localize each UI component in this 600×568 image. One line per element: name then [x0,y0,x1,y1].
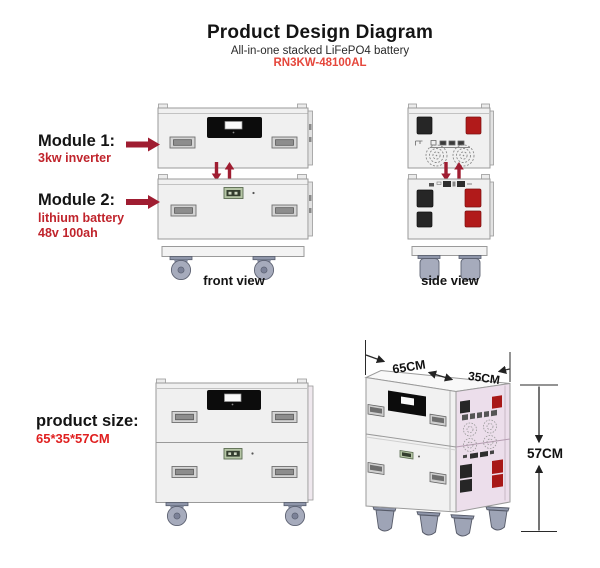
module2-label: Module 2: [38,191,115,209]
dimension-lines [365,340,558,533]
terminal-red [492,473,503,488]
width-direction-arrow [365,354,386,364]
io-markings [462,409,497,421]
comm-port-green [399,450,414,460]
product-size-value: 65*35*57CM [36,431,110,446]
fan-grille-right [452,144,475,167]
display-screen [401,396,414,406]
module2-desc-line2: 48v 100ah [38,226,98,240]
terminal-black [460,400,470,414]
terminal-black [460,463,472,479]
base-plate [161,246,305,257]
handle-right [271,466,298,478]
width-dim-arrow [427,370,454,382]
iso-view-drawing [364,369,511,537]
terminal-black [416,189,434,208]
comm-port-green [223,448,243,460]
caster-right [458,255,482,280]
handle-right [271,204,298,217]
port-row [463,450,494,459]
handle-left [171,411,198,423]
handle-left [169,136,196,149]
caster-right [252,256,276,281]
handle-right [271,136,298,149]
side-sliver [307,385,314,501]
terminal-black [460,478,472,493]
io-markings [415,140,470,148]
iso-handles [367,404,447,485]
link-arrow-up [454,162,464,181]
product-size-label: product size: [36,412,139,430]
module1-arrow [126,137,160,152]
terminal-black [416,116,433,135]
side-view-drawing [407,103,494,280]
iso-casters [372,506,510,537]
side-view-label: side view [421,273,479,288]
module-divide [365,433,457,448]
base-plate [411,246,488,256]
indicator-dot [252,191,255,195]
display-screen [224,393,242,402]
handle-left [171,466,198,478]
module2-arrow [126,195,160,209]
handle-right [271,411,298,423]
page-subtitle: All-in-one stacked LiFePO4 battery [230,45,410,57]
depth-dim-arrow [497,365,510,374]
fan-grille-left [425,144,448,167]
top-components [429,181,472,187]
caster-left [417,255,441,280]
caster-right [283,502,307,527]
stack-link-arrows [441,162,464,181]
model-number: RN3KW-48100AL [273,57,367,69]
dim-height-label: 57CM [526,446,563,461]
front-module1-inverter [157,103,313,169]
module1-desc: 3kw inverter [38,151,111,165]
side-module2-battery [407,174,494,240]
iso-fan-grilles [463,419,497,452]
link-arrow-down [441,162,451,181]
terminal-red [464,188,482,208]
page-title: Product Design Diagram [206,22,434,43]
caster-left [165,502,189,527]
size-view-drawing [155,378,314,527]
terminal-red [465,116,482,135]
stack-link-arrows [211,162,235,181]
link-arrow-down [211,162,222,181]
front-view-label: front view [203,273,265,288]
terminal-red [492,395,502,409]
handle-left [170,204,197,217]
front-module2-battery [157,174,313,240]
display-screen [224,121,243,130]
front-view-drawing [157,103,313,281]
terminal-black [416,211,433,228]
module2-desc-line1: lithium battery [38,211,125,225]
link-arrow-up [224,162,235,181]
caster-left [169,256,193,281]
module1-label: Module 1: [38,132,115,150]
comm-port-green [223,187,244,199]
terminal-red [464,210,482,228]
side-module1-inverter [407,103,494,169]
terminal-red [492,459,503,474]
